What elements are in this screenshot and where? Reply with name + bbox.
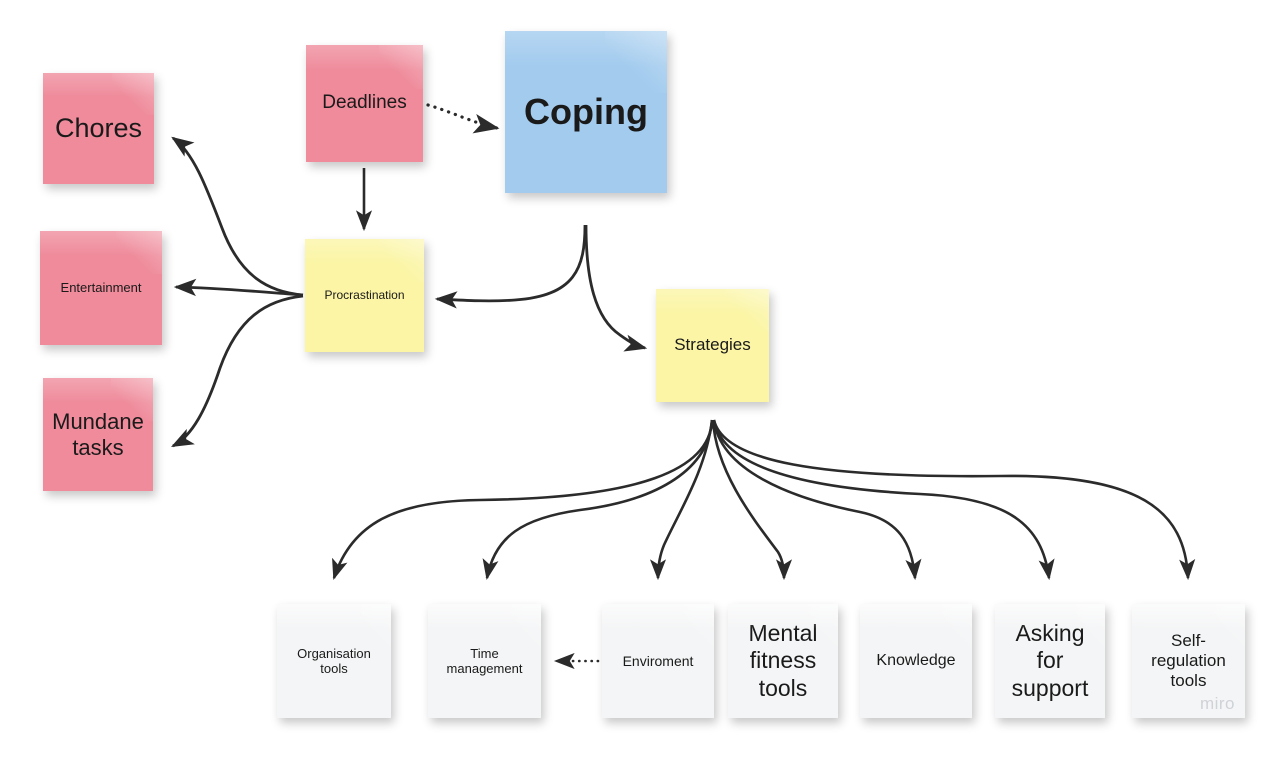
edge-coping-to-procrastination: [434, 224, 587, 309]
edge-deadlines-to-coping: [426, 103, 500, 134]
note-label: Organisation tools: [297, 645, 371, 676]
note-self-regulation-tools[interactable]: Self-regulation tools miro: [1132, 604, 1245, 718]
edge-strategies-to-self-regulation: [712, 419, 1196, 581]
edge-strategies-to-organisation: [332, 419, 714, 580]
note-label: Self-regulation tools: [1151, 630, 1226, 691]
edge-strategies-to-time: [482, 419, 714, 581]
edge-coping-to-strategies: [584, 224, 648, 352]
note-label: Time management: [446, 645, 523, 676]
note-label: Mundane tasks: [52, 408, 144, 460]
note-label: Chores: [54, 112, 143, 143]
note-label: Entertainment: [60, 280, 142, 296]
note-label: Enviroment: [622, 652, 694, 669]
note-knowledge[interactable]: Knowledge: [860, 604, 972, 718]
note-label: Coping: [524, 90, 648, 132]
note-label: Asking for support: [1011, 620, 1089, 701]
note-asking-for-support[interactable]: Asking for support: [995, 604, 1105, 718]
edge-procrastination-to-mundane: [171, 294, 304, 448]
edge-procrastination-to-chores: [171, 136, 304, 297]
edge-strategies-to-asking: [712, 419, 1055, 581]
edge-procrastination-to-entertainment: [173, 278, 304, 297]
note-mundane-tasks[interactable]: Mundane tasks: [43, 378, 153, 491]
note-label: Procrastination: [324, 288, 405, 303]
note-procrastination[interactable]: Procrastination: [305, 239, 424, 352]
note-label: Mental fitness tools: [748, 620, 818, 701]
note-strategies[interactable]: Strategies: [656, 289, 769, 402]
note-label: Knowledge: [876, 651, 956, 669]
note-label: Strategies: [674, 335, 751, 355]
edge-strategies-to-mental: [711, 419, 793, 581]
edge-strategies-to-knowledge: [712, 419, 922, 581]
note-mental-fitness-tools[interactable]: Mental fitness tools: [728, 604, 838, 718]
miro-watermark: miro: [1199, 693, 1235, 713]
note-organisation-tools[interactable]: Organisation tools: [277, 604, 391, 718]
note-enviroment[interactable]: Enviroment: [602, 604, 714, 718]
note-entertainment[interactable]: Entertainment: [40, 231, 162, 345]
note-coping[interactable]: Coping: [505, 31, 667, 193]
note-chores[interactable]: Chores: [43, 73, 154, 184]
note-label: Deadlines: [322, 92, 407, 114]
edge-strategies-to-enviroment: [649, 419, 714, 581]
note-time-management[interactable]: Time management: [428, 604, 541, 718]
note-deadlines[interactable]: Deadlines: [306, 45, 423, 162]
